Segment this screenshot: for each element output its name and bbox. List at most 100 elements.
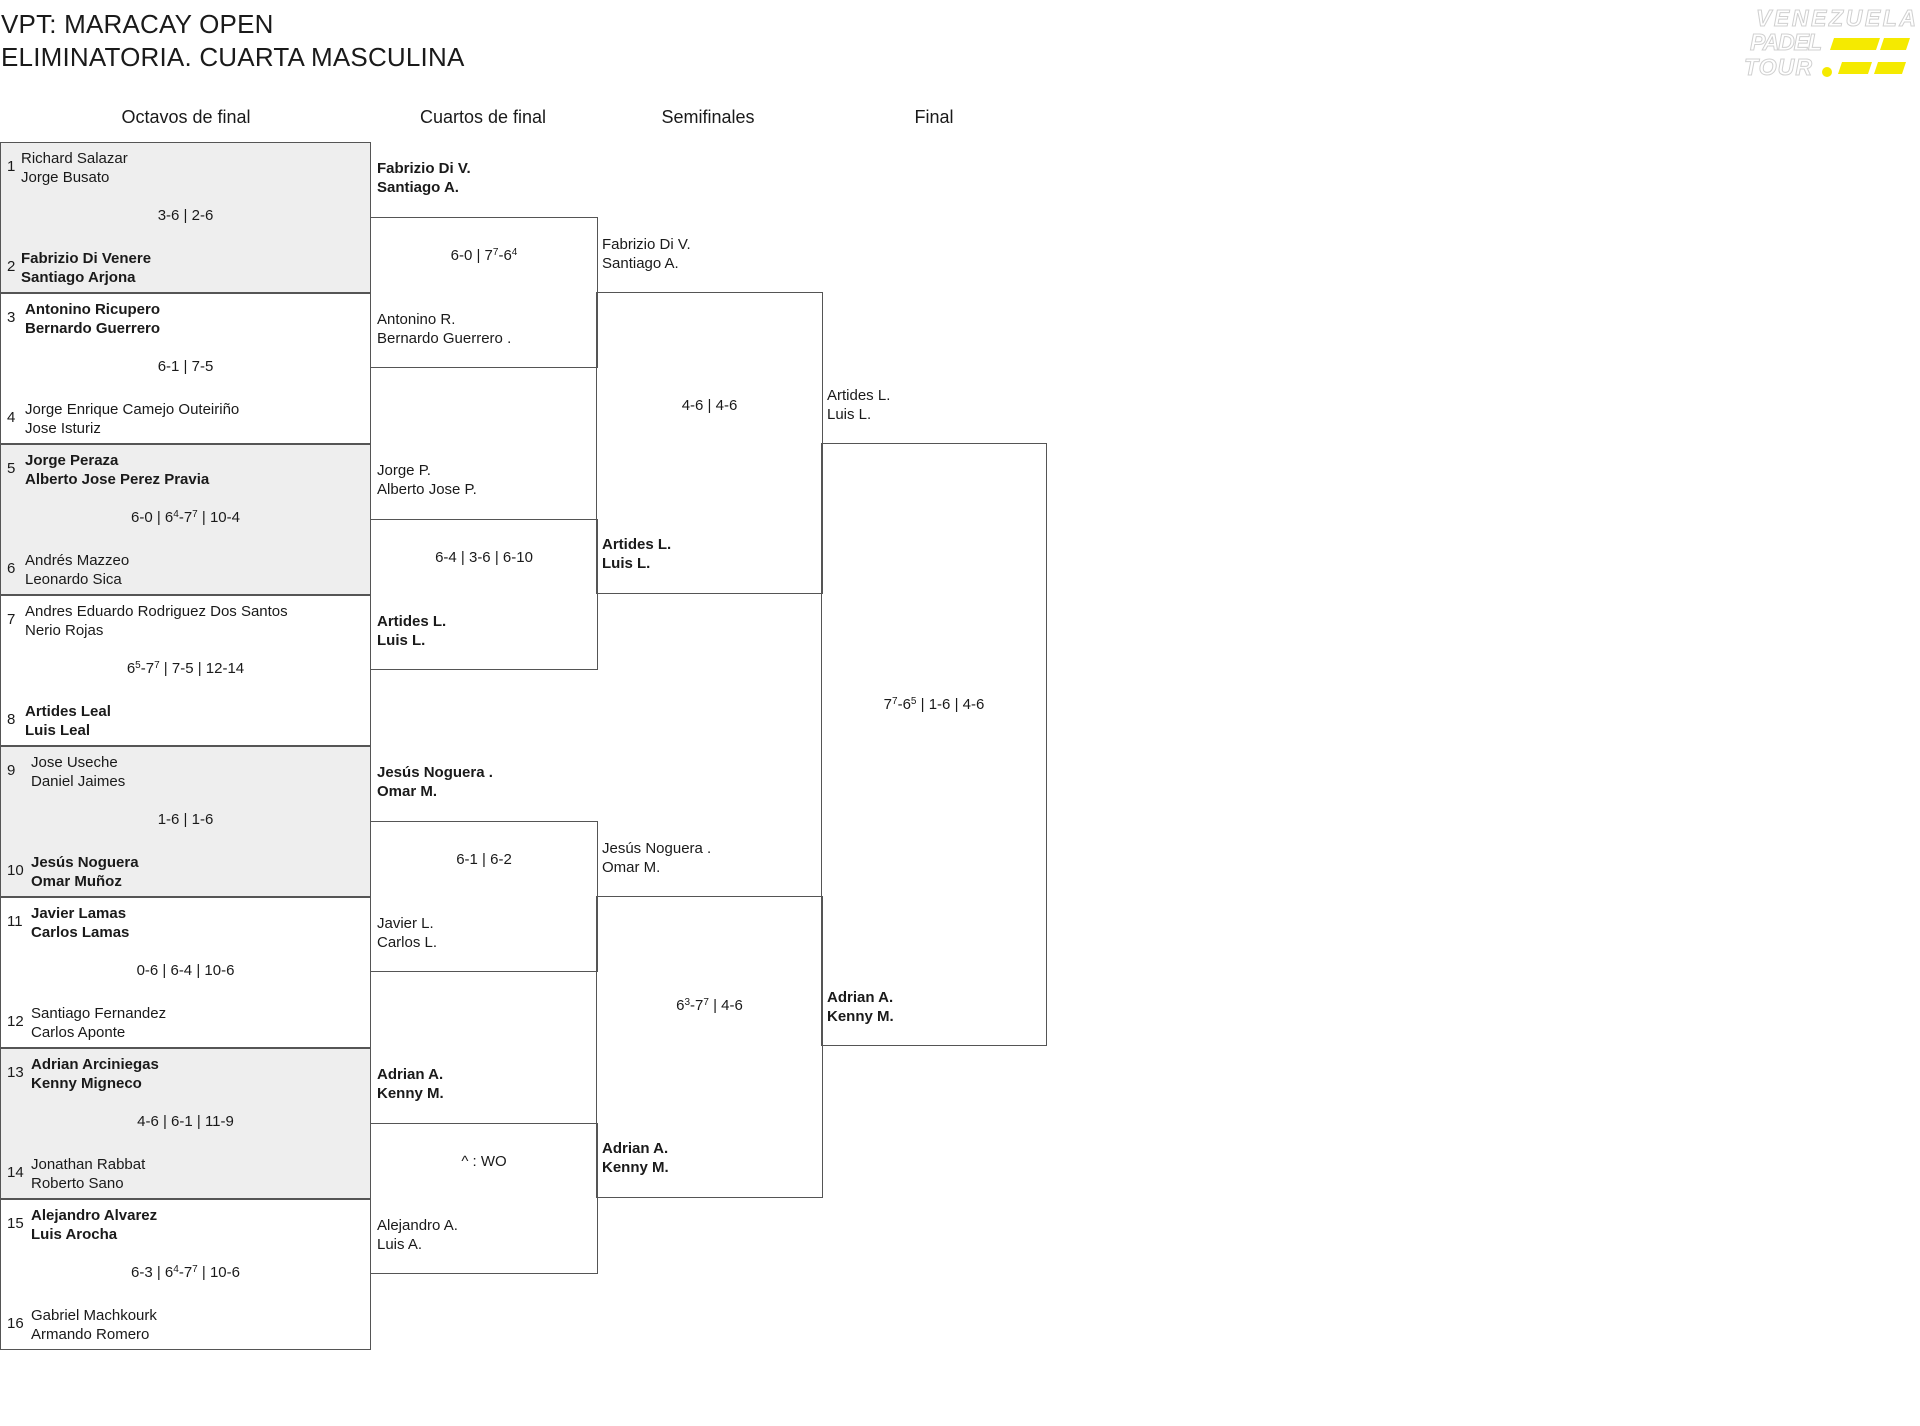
- player-name: Jorge Enrique Camejo Outeiriño: [25, 401, 240, 418]
- player-name: Daniel Jaimes: [31, 773, 126, 790]
- player-name: Omar Muñoz: [31, 873, 122, 890]
- round-header-semis: Semifinales: [661, 107, 755, 127]
- match-score: 6-1 | 6-2: [456, 851, 512, 868]
- player-name: Bernardo Guerrero: [25, 320, 161, 337]
- seed-number: 15: [7, 1215, 24, 1232]
- player-name: Jose Useche: [31, 754, 118, 771]
- player-name: Gabriel Machkourk: [31, 1307, 157, 1324]
- player-name: Jonathan Rabbat: [31, 1156, 146, 1173]
- round-header-octavos: Octavos de final: [121, 107, 251, 127]
- match-score: 4-6 | 6-1 | 11-9: [137, 1113, 234, 1130]
- player-name: Artides L.: [827, 387, 891, 404]
- match-score: 6-4 | 3-6 | 6-10: [435, 549, 533, 566]
- player-name: Luis Leal: [25, 722, 91, 739]
- match-score: 0-6 | 6-4 | 10-6: [136, 962, 235, 979]
- player-name: Kenny M.: [827, 1008, 894, 1025]
- semis-team-b: Adrian A. Kenny M.: [602, 1139, 669, 1177]
- semis-team-a: Fabrizio Di V.Santiago A.: [602, 235, 691, 273]
- cuartos-team-b: Artides L. Luis L.: [377, 612, 446, 650]
- cuartos-team-a: Jorge P.Alberto Jose P.: [377, 461, 477, 499]
- venezuela-padel-tour-logo: VENEZUELA PADEL TOUR: [1744, 5, 1917, 81]
- player-name: Santiago A.: [602, 255, 679, 272]
- player-name: Kenny M.: [602, 1159, 669, 1176]
- round-header-final: Final: [914, 107, 954, 127]
- player-name: Luis L.: [827, 406, 872, 423]
- player-name: Adrian A.: [602, 1140, 669, 1157]
- player-name: Kenny Migneco: [31, 1075, 142, 1092]
- seed-number: 1: [7, 158, 16, 175]
- player-name: Jorge Peraza: [25, 452, 119, 469]
- seed-number: 8: [7, 711, 16, 728]
- seed-number: 10: [7, 862, 24, 879]
- match-score: 6-3 | 64-77 | 10-6: [131, 1264, 240, 1281]
- match-score: 1-6 | 1-6: [157, 811, 214, 828]
- cuartos-team-b: Antonino R.Bernardo Guerrero .: [377, 310, 511, 348]
- final-team-a: Artides L. Luis L.: [827, 386, 890, 424]
- player-name: Fabrizio Di V.: [377, 160, 471, 177]
- player-name: Artides L.: [377, 613, 447, 630]
- player-name: Fabrizio Di Venere: [21, 250, 152, 267]
- seed-number: 4: [7, 409, 16, 426]
- player-name: Carlos L.: [377, 934, 438, 951]
- player-name: Alejandro Alvarez: [31, 1207, 158, 1224]
- player-name: Carlos Lamas: [31, 924, 130, 941]
- svg-text:TOUR: TOUR: [1744, 54, 1812, 80]
- match-final: [821, 443, 1047, 1046]
- seed-number: 5: [7, 460, 16, 477]
- player-name: Antonino Ricupero: [25, 301, 160, 318]
- player-name: Jesús Noguera .: [602, 840, 712, 857]
- match-score: 63-77 | 4-6: [676, 997, 743, 1014]
- seed-number: 16: [7, 1315, 24, 1332]
- player-name: Armando Romero: [31, 1326, 150, 1343]
- seed-number: 3: [7, 309, 16, 326]
- player-name: Adrian A.: [377, 1066, 444, 1083]
- page-title: VPT: MARACAY OPEN: [1, 9, 274, 39]
- player-name: Artides Leal: [25, 703, 111, 720]
- match-score: 6-1 | 7-5: [157, 358, 214, 375]
- player-name: Richard Salazar: [21, 150, 128, 167]
- seed-number: 12: [7, 1013, 24, 1030]
- player-name: Alejandro A.: [377, 1217, 458, 1234]
- player-name: Carlos Aponte: [31, 1024, 126, 1041]
- cuartos-team-b: Javier L.Carlos L.: [377, 914, 437, 952]
- player-name: Luis L.: [602, 555, 651, 572]
- svg-text:PADEL: PADEL: [1750, 29, 1822, 55]
- player-name: Antonino R.: [377, 311, 456, 328]
- match-cuartos-2: [370, 519, 598, 670]
- cuartos-team-b: Alejandro A.Luis A.: [377, 1216, 458, 1254]
- semis-team-b: Artides L. Luis L.: [602, 535, 671, 573]
- player-name: Omar M.: [602, 859, 661, 876]
- player-name: Artides L.: [602, 536, 672, 553]
- player-name: Leonardo Sica: [25, 571, 122, 588]
- player-name: Andres Eduardo Rodriguez Dos Santos: [25, 603, 288, 620]
- player-name: Luis Arocha: [31, 1226, 118, 1243]
- semis-team-a: Jesús Noguera . Omar M.: [602, 839, 711, 877]
- page-subtitle: ELIMINATORIA. CUARTA MASCULINA: [1, 42, 465, 72]
- svg-text:VENEZUELA: VENEZUELA: [1756, 5, 1916, 31]
- seed-number: 14: [7, 1164, 24, 1181]
- match-score: 77-65 | 1-6 | 4-6: [883, 696, 985, 713]
- player-name: Roberto Sano: [31, 1175, 124, 1192]
- player-name: Luis L.: [377, 632, 426, 649]
- match-score: 3-6 | 2-6: [157, 207, 214, 224]
- round-header-cuartos: Cuartos de final: [419, 107, 547, 127]
- cuartos-team-a: Fabrizio Di V.Santiago A.: [377, 159, 471, 197]
- match-score: 65-77 | 7-5 | 12-14: [126, 660, 245, 677]
- player-name: Jesús Noguera: [31, 854, 139, 871]
- seed-number: 9: [7, 762, 16, 779]
- player-name: Omar M.: [377, 783, 438, 800]
- player-name: Alberto Jose Perez Pravia: [25, 471, 210, 488]
- player-name: Adrian Arciniegas: [31, 1056, 159, 1073]
- match-score: ^ : WO: [461, 1153, 507, 1170]
